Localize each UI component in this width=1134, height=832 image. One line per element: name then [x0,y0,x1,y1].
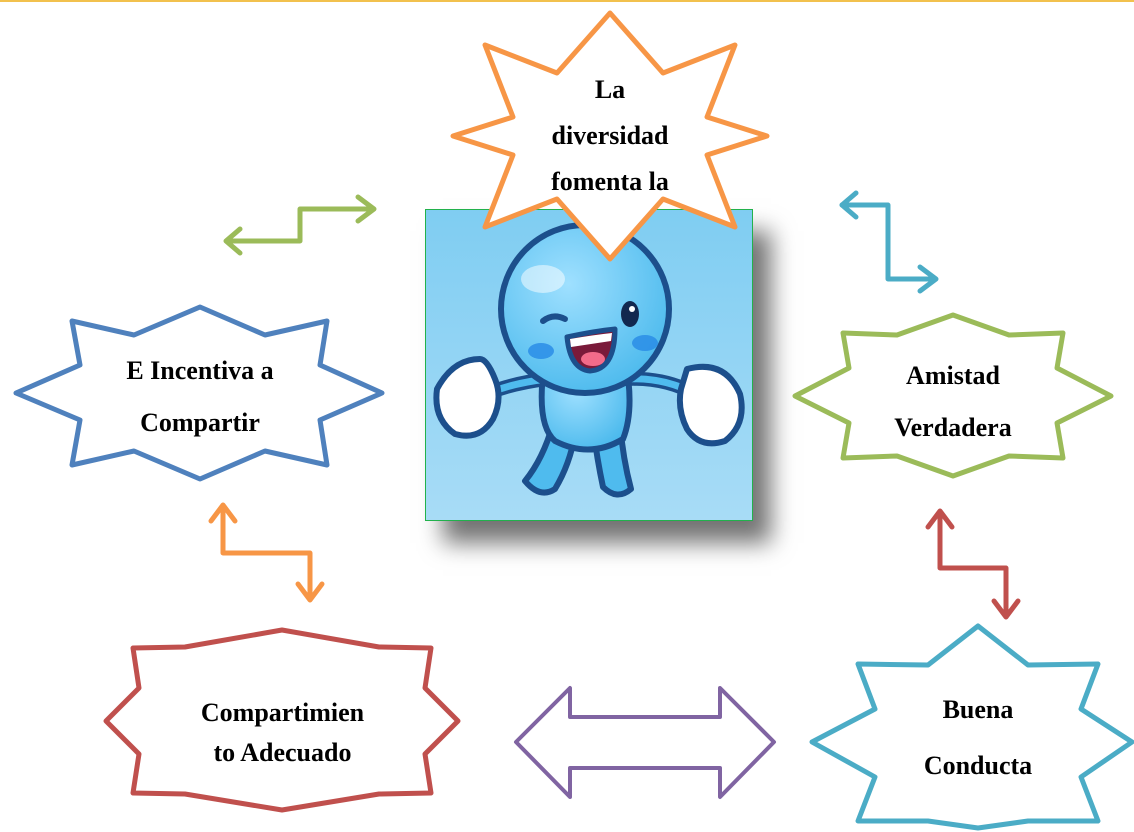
node-label-left-line-1: E Incentiva a [126,356,274,385]
arrow-teal-top-right [839,190,939,294]
node-label-top-line-3: fomenta la [551,167,669,196]
arrow-purple-double [514,686,776,799]
star-shape-left [13,304,385,482]
smiling-water-drop-mascot-icon [424,208,754,522]
arrow-red-right [925,508,1021,620]
node-label-top-line-1: La [594,75,626,104]
node-label-bottom-left-line-2: to Adecuado [213,738,352,767]
node-label-left-line-2: Compartir [140,408,260,437]
star-shape-right [792,312,1114,479]
star-shape-bottom-right [809,623,1134,831]
node-label-right-line-1: Amistad [906,361,1000,390]
node-label-bottom-left: Compartimien to Adecuado [160,693,405,773]
center-picture [424,208,754,522]
arrow-orange-left [208,502,325,603]
top-border-line [0,0,1134,2]
star-shape-bottom-left [103,627,461,813]
star-shape-top [450,10,770,262]
node-label-bottom-right-line-2: Conducta [923,751,1033,780]
node-label-left: E Incentiva a Compartir [80,345,320,449]
node-label-bottom-right-line-1: Buena [942,695,1014,724]
node-label-right: Amistad Verdadera [853,350,1053,454]
node-label-top-line-2: diversidad [551,121,669,150]
node-label-bottom-right: Buena Conducta [878,682,1078,794]
node-label-bottom-left-line-1: Compartimien [200,698,365,727]
node-label-right-line-2: Verdadera [894,413,1012,442]
node-label-top: La diversidad fomenta la [500,67,720,205]
arrow-green-top-left [223,194,377,256]
